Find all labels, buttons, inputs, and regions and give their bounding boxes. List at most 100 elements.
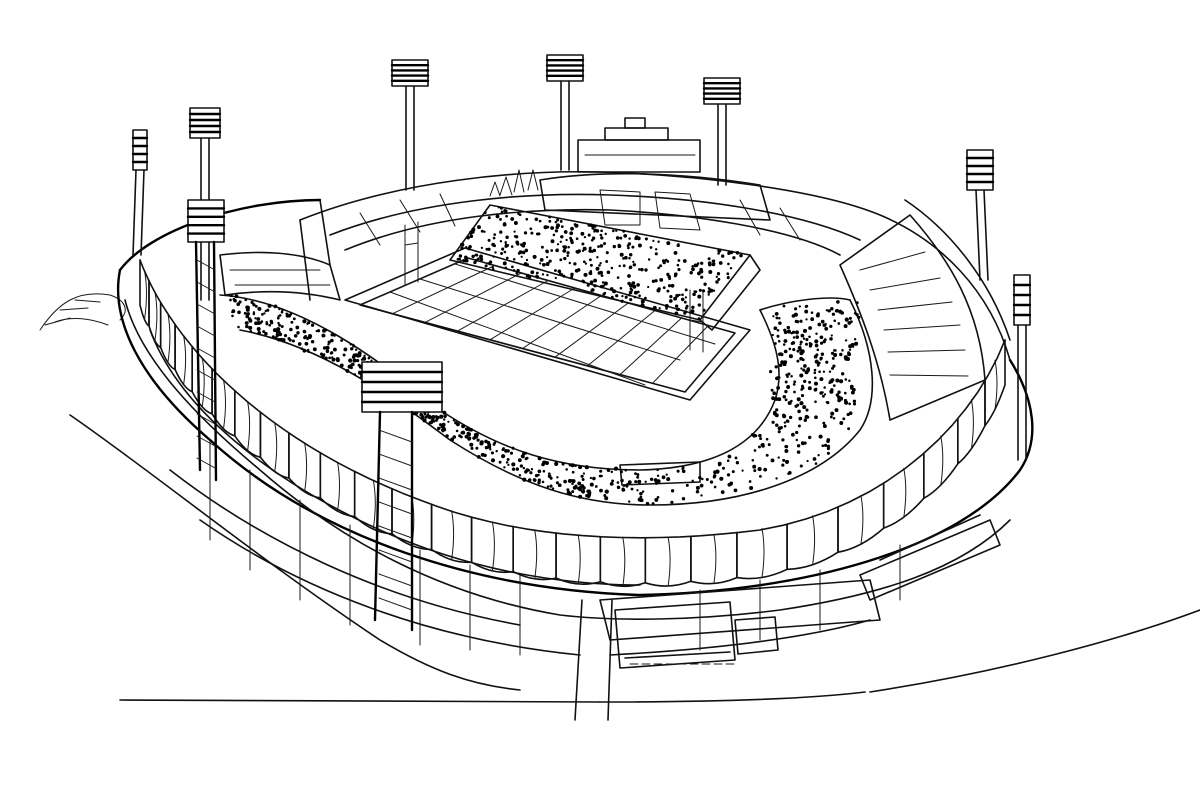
crowd-dot (593, 278, 598, 283)
crowd-dot (783, 363, 787, 366)
crowd-dot (632, 260, 635, 264)
crowd-dot (552, 233, 556, 237)
crowd-dot (718, 261, 723, 265)
crowd-dot (274, 336, 278, 340)
crowd-dot (727, 262, 730, 266)
crowd-dot (748, 480, 752, 483)
crowd-dot (322, 346, 327, 350)
crowd-dot (619, 236, 623, 240)
crowd-dot (339, 363, 344, 368)
crowd-dot (636, 475, 640, 479)
crowd-dot (282, 338, 286, 342)
crowd-dot (825, 309, 829, 312)
crowd-dot (245, 314, 250, 319)
crowd-dot (515, 271, 519, 275)
lamp-rack (966, 149, 994, 191)
crowd-dot (330, 338, 334, 343)
crowd-dot (499, 217, 502, 221)
crowd-dot (500, 210, 504, 214)
crowd-dot (491, 266, 494, 269)
crowd-dot (504, 241, 507, 244)
crowd-dot (712, 289, 716, 292)
crowd-dot (825, 360, 829, 364)
crowd-dot (605, 260, 609, 263)
crowd-dot (699, 483, 704, 488)
crowd-dot (562, 274, 566, 278)
crowd-dot (618, 264, 621, 268)
crowd-dot (597, 245, 600, 248)
crowd-dot (848, 316, 852, 320)
crowd-dot (703, 282, 707, 286)
crowd-dot (505, 235, 509, 239)
crowd-dot (684, 288, 688, 292)
crowd-dot (615, 229, 618, 232)
crowd-dot (262, 330, 266, 334)
crowd-dot (524, 451, 528, 455)
crowd-dot (289, 313, 293, 316)
crowd-dot (304, 341, 309, 346)
crowd-dot (260, 320, 264, 323)
crowd-dot (844, 400, 849, 405)
crowd-dot (677, 268, 681, 272)
crowd-dot (289, 327, 293, 332)
crowd-dot (621, 488, 626, 492)
crowd-dot (785, 419, 790, 423)
crowd-dot (285, 312, 289, 316)
crowd-dot (563, 230, 568, 234)
crowd-dot (677, 243, 680, 246)
crowd-dot (784, 449, 789, 453)
crowd-dot (693, 290, 696, 293)
crowd-dot (639, 495, 643, 499)
crowd-dot (353, 373, 357, 376)
crowd-dot (557, 483, 562, 488)
crowd-dot (634, 472, 637, 475)
crowd-dot (662, 260, 666, 265)
crowd-dot (830, 411, 835, 416)
crowd-dot (600, 474, 603, 478)
crowd-dot (631, 245, 635, 249)
crowd-dot (248, 318, 253, 323)
crowd-dot (461, 430, 466, 435)
crowd-dot (775, 316, 779, 320)
crowd-dot (797, 409, 801, 414)
crowd-dot (664, 258, 668, 262)
crowd-dot (589, 280, 594, 285)
crowd-dot (524, 457, 528, 460)
crowd-dot (518, 250, 523, 254)
crowd-dot (571, 482, 574, 486)
crowd-dot (574, 223, 579, 228)
crowd-dot (352, 358, 357, 363)
crowd-dot (503, 466, 506, 469)
crowd-dot (588, 491, 592, 495)
canopy-rib (372, 479, 376, 530)
crowd-dot (778, 321, 782, 325)
crowd-dot (526, 263, 530, 266)
crowd-dot (726, 473, 731, 477)
crowd-dot (717, 277, 721, 281)
crowd-dot (628, 256, 631, 260)
crowd-dot (538, 219, 542, 223)
crowd-dot (783, 421, 787, 424)
crowd-dot (565, 238, 568, 242)
crowd-far (456, 206, 743, 320)
crowd-dot (670, 500, 674, 504)
crowd-dot (666, 289, 670, 293)
light-tower (702, 77, 742, 186)
crowd-dot (619, 252, 624, 257)
crowd-dot (774, 397, 779, 401)
crowd-dot (839, 352, 843, 357)
crowd-dot (806, 459, 809, 463)
crowd-dot (823, 386, 826, 389)
crowd-dot (458, 254, 463, 258)
crowd-dot (620, 299, 624, 303)
crowd-dot (493, 233, 497, 236)
crowd-dot (363, 354, 366, 357)
crowd-dot (441, 422, 446, 427)
crowd-dot (511, 446, 515, 450)
crowd-dot (247, 312, 250, 315)
crowd-dot (504, 209, 508, 213)
crowd-dot (787, 471, 792, 475)
crowd-dot (644, 268, 648, 272)
crowd-dot (808, 335, 811, 339)
